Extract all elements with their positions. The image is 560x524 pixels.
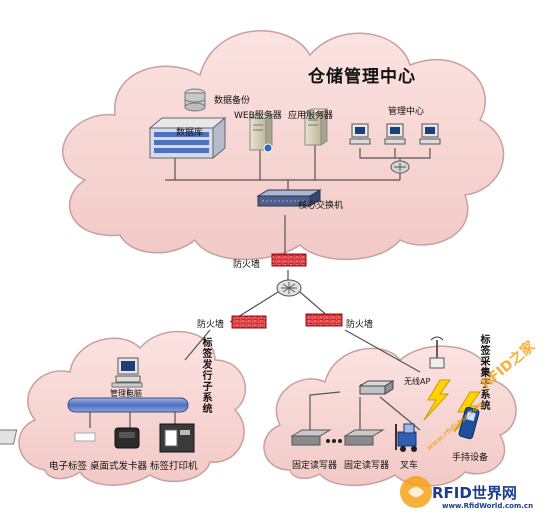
forklift-icon: [395, 423, 417, 452]
center-cloud: [62, 30, 505, 261]
reader1-label: 固定读写器: [292, 461, 338, 471]
center-title: 仓储管理中心: [308, 67, 416, 87]
issuing-subsystem-title: 标签发行子系统: [200, 337, 211, 414]
core-switch-icon: [256, 189, 322, 207]
rfid-tag-icon: [0, 429, 96, 445]
forklift-label: 叉车: [400, 461, 419, 471]
management-computer-icon: [111, 357, 143, 388]
management-pc-label: 管理电脑: [110, 389, 142, 398]
web-server-label: WEB服务器: [234, 111, 282, 121]
ellipsis-icon: [326, 439, 342, 443]
collection-subsystem-title: 标签采集子系统: [478, 334, 489, 411]
fixed-reader-icon: [290, 429, 332, 446]
wireless-ap-icon: [429, 336, 445, 369]
firewall-top-icon: [271, 253, 307, 267]
right-cloud: [263, 345, 517, 487]
database-rack-icon: [148, 116, 227, 160]
management-center-label: 管理中心: [388, 107, 425, 117]
router-icon: [276, 279, 302, 297]
database-icon: [184, 88, 206, 112]
database-backup-label: 数据备份: [214, 96, 251, 106]
wireless-ap-label: 无线AP: [404, 377, 431, 386]
label-printer-icon: [159, 423, 195, 453]
reader2-label: 固定读写器: [344, 461, 390, 471]
database-label: 数据库: [176, 128, 204, 138]
access-switch-icon: [358, 380, 395, 395]
watermark-logo-icon: [400, 476, 432, 508]
handheld-device-icon: [458, 406, 480, 440]
core-switch-label: 核心交换机: [298, 201, 344, 211]
device-labels: 电子标签 桌面式发卡器 标签打印机: [49, 461, 198, 472]
lan-bus-icon: [67, 397, 189, 413]
web-server-icon: [248, 113, 274, 153]
firewall-left-label: 防火墙: [197, 320, 225, 330]
hub-icon: [390, 160, 410, 174]
handheld-label: 手持设备: [452, 453, 489, 463]
watermark-brand: RFID世界网: [432, 484, 517, 502]
app-server-label: 应用服务器: [288, 111, 334, 121]
wireless-signal-icon: [423, 379, 451, 421]
app-server-icon: [303, 108, 329, 146]
firewall-right-icon: [305, 313, 343, 327]
desktop-card-issuer-icon: [114, 427, 140, 449]
fixed-reader-icon-2: [343, 429, 385, 446]
firewall-top-label: 防火墙: [233, 260, 261, 270]
firewall-left-icon: [231, 315, 267, 329]
watermark-site: www.RfidWorld.com.cn: [442, 502, 534, 510]
management-pc-icon: [349, 123, 441, 145]
firewall-right-label: 防火墙: [346, 320, 374, 330]
